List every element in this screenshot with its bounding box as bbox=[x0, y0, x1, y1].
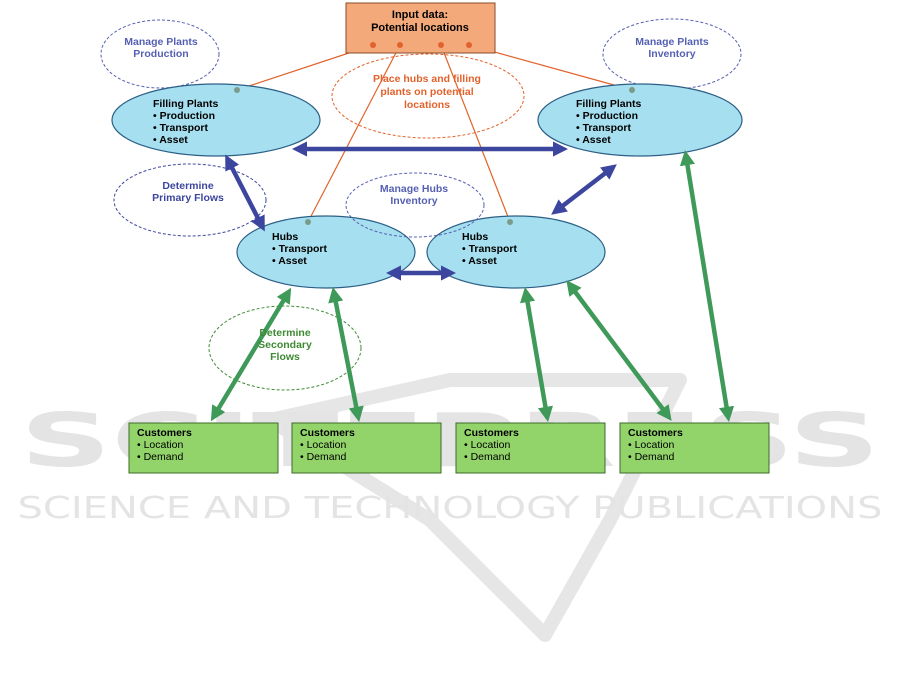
filling-plants-left-item2: • Transport bbox=[153, 122, 209, 134]
customers-box-4 bbox=[619, 422, 770, 474]
filling-plants-left-item3: • Asset bbox=[153, 134, 188, 146]
callout-manage-plants-inventory bbox=[602, 18, 742, 90]
watermark-small-text: SCIENCE AND TECHNOLOGY PUBLICATIONS bbox=[18, 491, 883, 526]
arrow-hub-left-to-customers-2 bbox=[328, 286, 364, 423]
customers-3-demand: • Demand bbox=[464, 451, 510, 463]
hub-left-title: Hubs bbox=[272, 231, 298, 243]
customers-box-1 bbox=[128, 422, 279, 474]
filling-plants-right-title: Filling Plants bbox=[576, 98, 641, 110]
manage-plants-production-line2: Production bbox=[133, 48, 188, 60]
hub-right-node bbox=[426, 215, 606, 289]
node-anchor-dots bbox=[234, 87, 635, 225]
determine-primary-line1: Determine bbox=[162, 180, 214, 192]
manage-plants-inventory-line2: Inventory bbox=[648, 48, 695, 60]
customers-box-2 bbox=[291, 422, 442, 474]
customers-4-title: Customers bbox=[628, 427, 683, 439]
filling-plants-left-node bbox=[111, 83, 321, 157]
place-hubs-line3: locations bbox=[404, 99, 450, 111]
hub-right-title: Hubs bbox=[462, 231, 488, 243]
manage-hubs-inventory-line1: Manage Hubs bbox=[380, 183, 448, 195]
determine-secondary-line3: Flows bbox=[270, 351, 300, 363]
secondary-flow-arrows bbox=[210, 149, 735, 423]
customers-2-demand: • Demand bbox=[300, 451, 346, 463]
filling-plants-left-title: Filling Plants bbox=[153, 98, 218, 110]
arrow-hub-right-to-customers-4 bbox=[566, 280, 672, 421]
customers-2-title: Customers bbox=[300, 427, 355, 439]
callout-determine-primary-flows bbox=[113, 163, 267, 237]
arrow-plant-left-to-hub-left bbox=[225, 154, 265, 232]
watermark: SCITEPRESS SCIENCE AND TECHNOLOGY PUBLIC… bbox=[18, 373, 883, 642]
filling-plants-right-item1: • Production bbox=[576, 110, 638, 122]
filling-plants-right-item3: • Asset bbox=[576, 134, 611, 146]
arrow-hub-left-to-customers-1 bbox=[210, 287, 292, 422]
manage-plants-inventory-line1: Manage Plants bbox=[635, 36, 709, 48]
hub-right-item2: • Asset bbox=[462, 255, 497, 267]
determine-primary-line2: Primary Flows bbox=[152, 192, 224, 204]
arrow-plant-right-to-hub-right bbox=[551, 164, 617, 215]
determine-secondary-line2: Secondary bbox=[258, 339, 312, 351]
manage-hubs-inventory-line2: Inventory bbox=[390, 195, 437, 207]
input-box-line1: Input data: bbox=[392, 9, 448, 21]
customers-1-location: • Location bbox=[137, 439, 183, 451]
filling-plants-right-item2: • Transport bbox=[576, 122, 632, 134]
customers-3-location: • Location bbox=[464, 439, 510, 451]
hub-left-item1: • Transport bbox=[272, 243, 328, 255]
customers-2-location: • Location bbox=[300, 439, 346, 451]
callout-manage-plants-production bbox=[100, 19, 220, 89]
customers-4-demand: • Demand bbox=[628, 451, 674, 463]
customers-3-title: Customers bbox=[464, 427, 519, 439]
watermark-logo-outline bbox=[263, 373, 687, 642]
place-hubs-line2: plants on potential bbox=[380, 86, 473, 98]
arrow-plant-right-to-customers-4 bbox=[679, 149, 735, 423]
input-connector-dots bbox=[370, 42, 472, 48]
customers-1-demand: • Demand bbox=[137, 451, 183, 463]
customers-4-location: • Location bbox=[628, 439, 674, 451]
callout-place-hubs bbox=[331, 53, 525, 139]
primary-flow-arrows bbox=[225, 141, 617, 281]
hub-right-item1: • Transport bbox=[462, 243, 518, 255]
input-box-line2: Potential locations bbox=[371, 22, 469, 34]
hub-left-node bbox=[236, 215, 416, 289]
place-hubs-line1: Place hubs and filling bbox=[373, 73, 481, 85]
arrow-hub-right-to-customers-3 bbox=[520, 286, 553, 423]
filling-plants-right-node bbox=[537, 83, 743, 157]
callout-manage-hubs-inventory bbox=[345, 172, 485, 238]
customers-box-3 bbox=[455, 422, 606, 474]
determine-secondary-line1: Determine bbox=[259, 327, 311, 339]
filling-plants-left-item1: • Production bbox=[153, 110, 215, 122]
manage-plants-production-line1: Manage Plants bbox=[124, 36, 198, 48]
hub-left-item2: • Asset bbox=[272, 255, 307, 267]
customers-1-title: Customers bbox=[137, 427, 192, 439]
